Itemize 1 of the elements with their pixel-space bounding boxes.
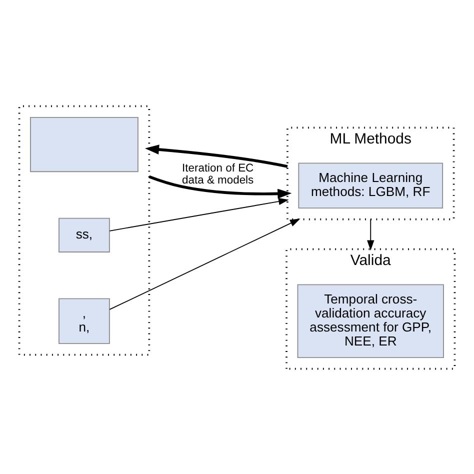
edge-label: Iteration of EC data & models <box>182 162 254 186</box>
